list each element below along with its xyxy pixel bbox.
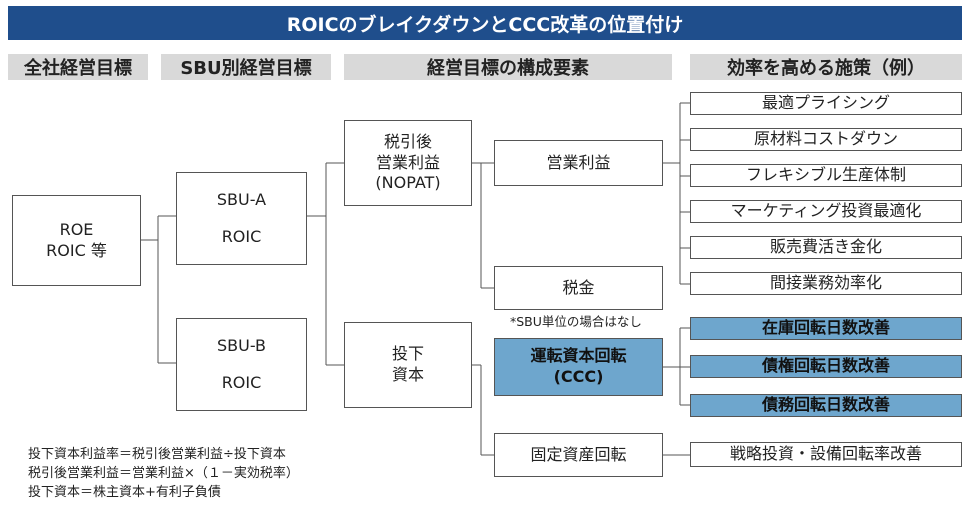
column-header-company-goal: 全社経営目標	[8, 54, 148, 80]
label-sbu-b-metric: ROIC	[221, 372, 262, 392]
box-sbu-b: SBU-B ROIC	[176, 318, 307, 411]
label-roe: ROE	[59, 219, 94, 239]
formula-roic: 投下資本利益率＝税引後営業利益÷投下資本	[28, 447, 286, 462]
box-tax: 税金	[494, 266, 663, 310]
formula-nopat: 税引後営業利益＝営業利益×（１－実効税率）	[28, 466, 299, 481]
column-header-sbu-goal: SBU別経営目標	[161, 54, 331, 80]
label-sbu-a-metric: ROIC	[221, 226, 262, 246]
measure-inventory-days: 在庫回転日数改善	[690, 317, 962, 340]
formula-invested-capital: 投下資本＝株主資本+有利子負債	[28, 485, 221, 500]
measure-indirect-efficiency: 間接業務効率化	[690, 272, 962, 295]
column-header-components: 経営目標の構成要素	[344, 54, 672, 80]
measure-flexible-production: フレキシブル生産体制	[690, 164, 962, 187]
box-operating-profit: 営業利益	[494, 140, 663, 186]
measure-material-cost-down: 原材料コストダウン	[690, 128, 962, 151]
measure-payable-days: 債務回転日数改善	[690, 394, 962, 417]
measure-sales-expense: 販売費活き金化	[690, 236, 962, 259]
box-invested-capital: 投下 資本	[344, 322, 472, 408]
label-roic-etc: ROIC 等	[46, 240, 107, 260]
measure-strategic-investment: 戦略投資・設備回転率改善	[690, 442, 962, 467]
box-sbu-a: SBU-A ROIC	[176, 172, 307, 265]
formula-notes: 投下資本利益率＝税引後営業利益÷投下資本 税引後営業利益＝営業利益×（１－実効税…	[28, 445, 299, 502]
diagram-title: ROICのブレイクダウンとCCC改革の位置付け	[8, 6, 962, 40]
box-company-goal: ROE ROIC 等	[12, 195, 141, 286]
box-ccc: 運転資本回転 (CCC)	[494, 338, 663, 396]
column-header-measures: 効率を高める施策（例）	[690, 54, 962, 80]
measure-optimal-pricing: 最適プライシング	[690, 92, 962, 115]
measure-marketing-investment: マーケティング投資最適化	[690, 200, 962, 223]
measure-receivable-days: 債権回転日数改善	[690, 355, 962, 378]
label-sbu-b: SBU-B	[216, 335, 267, 355]
box-nopat: 税引後 営業利益 (NOPAT)	[344, 120, 472, 206]
box-fixed-asset-turnover: 固定資産回転	[494, 433, 663, 477]
tax-note: *SBU単位の場合はなし	[510, 314, 642, 329]
label-sbu-a: SBU-A	[216, 189, 267, 209]
